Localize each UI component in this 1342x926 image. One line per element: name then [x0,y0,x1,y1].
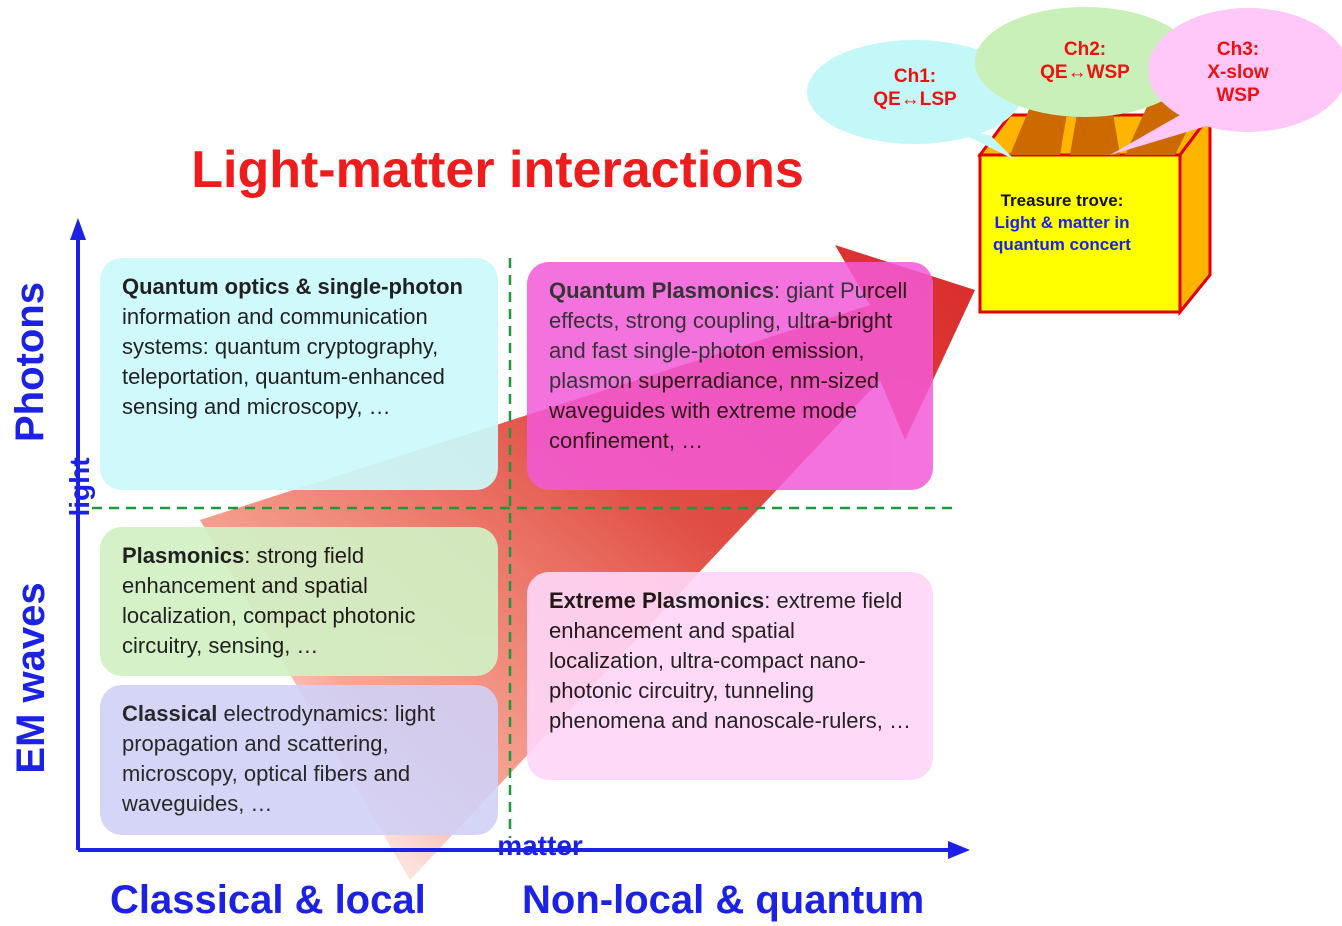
bubble-ch2-line2: QE↔WSP [1040,62,1130,83]
box-plasmonics-heading: Plasmonics [122,543,245,568]
bubble-ch1-text: Ch1: QE↔LSP [845,65,985,111]
box-extreme-plasmonics-text: : extreme field enhancement and spatial … [549,588,912,733]
bubble-ch3-line2: X-slow [1207,62,1269,83]
box-quantum-optics-text: information and communication systems: q… [122,304,445,419]
bubble-ch1-line1: Ch1: [893,66,937,87]
x-axis-label-matter: matter [497,830,583,861]
box-quantum-optics: Quantum optics & single-photon informati… [100,258,498,490]
x-axis-arrowhead [948,841,970,859]
box-quantum-plasmonics: Quantum Plasmonics: giant Purcell effect… [527,262,933,490]
bubble-ch3-text: Ch3: X-slow WSP [1178,38,1298,107]
box-extreme-plasmonics: Extreme Plasmonics: extreme field enhanc… [527,572,933,780]
y-axis-label-light: light [64,457,95,517]
box-classical-heading: Classical [122,701,218,726]
box-plasmonics-text: : strong field enhancement and spatial l… [122,543,416,658]
treasure-box [977,95,1213,317]
bubble-ch2-text: Ch2: QE↔WSP [1010,38,1160,84]
y-axis-arrowhead [70,218,86,240]
box-quantum-optics-heading: Quantum optics & single-photon [122,274,463,299]
page-title: Light-matter interactions [191,141,804,199]
box-extreme-plasmonics-heading: Extreme Plasmonics [549,588,765,613]
box-quantum-plasmonics-heading: Quantum Plasmonics [549,278,774,303]
x-axis-label-classical-local: Classical & local [110,878,426,922]
y-axis-label-photons: Photons [8,282,52,442]
bubble-ch3-line1: Ch3: [1216,39,1260,60]
bubble-ch3-line3: WSP [1216,85,1260,106]
box-plasmonics: Plasmonics: strong field enhancement and… [100,527,498,676]
x-axis-label-nonlocal-quantum: Non-local & quantum [522,878,925,922]
bubble-ch1-line2: QE↔LSP [873,89,957,110]
bubble-ch2-line1: Ch2: [1063,39,1107,60]
bubble-ch1 [807,40,1023,160]
box-classical-text: electrodynamics: light propagation and s… [122,701,436,816]
box-classical: Classical electrodynamics: light propaga… [100,685,498,835]
bubble-ch2 [975,7,1195,117]
bubble-ch3 [1110,8,1342,155]
treasure-trove-subtitle: Light & matter in quantum concert [993,213,1131,254]
box-quantum-plasmonics-text: : giant Purcell effects, strong coupling… [549,278,908,453]
treasure-trove-text: Treasure trove: Light & matter in quantu… [983,190,1141,256]
treasure-trove-heading: Treasure trove: [1000,191,1124,210]
y-axis-label-em-waves: EM waves [9,582,53,774]
